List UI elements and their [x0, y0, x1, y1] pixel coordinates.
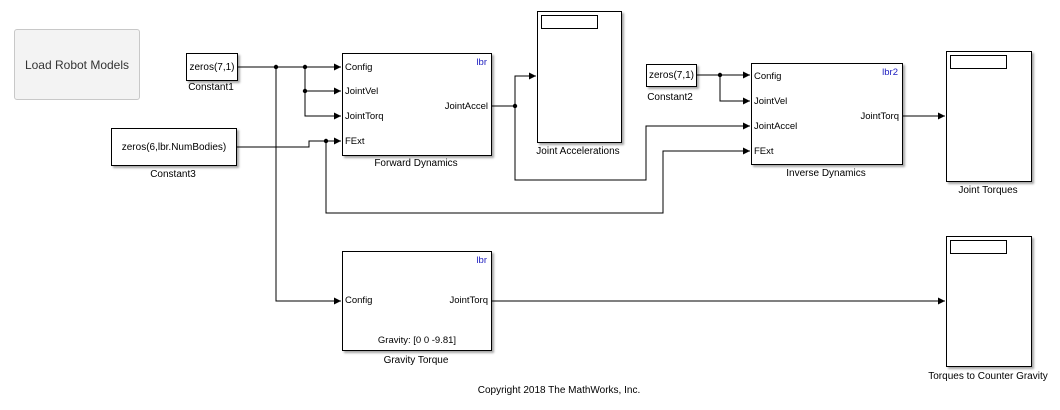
- constant2-block[interactable]: zeros(7,1): [646, 64, 697, 87]
- robot-tag: lbr2: [882, 67, 898, 78]
- port-fext: FExt: [345, 136, 365, 147]
- branch-point: [302, 64, 308, 70]
- forward-dynamics-label: Forward Dynamics: [374, 158, 458, 169]
- scope-screen: [950, 240, 1007, 254]
- inverse-dynamics-label: Inverse Dynamics: [786, 168, 866, 179]
- load-robot-models-button[interactable]: Load Robot Models: [14, 29, 140, 100]
- gravity-torque-block[interactable]: lbr Config JointTorq Gravity: [0 0 -9.81…: [342, 251, 492, 351]
- scope-screen: [950, 55, 1007, 69]
- torques-counter-gravity-label: Torques to Counter Gravity: [928, 371, 1048, 382]
- branch-point: [717, 72, 723, 78]
- inverse-dynamics-block[interactable]: lbr2 Config JointVel JointAccel FExt Joi…: [751, 63, 903, 165]
- joint-torques-scope[interactable]: [946, 51, 1032, 182]
- joint-accelerations-label: Joint Accelerations: [536, 146, 620, 157]
- branch-point: [512, 103, 518, 109]
- constant2-value: zeros(7,1): [648, 70, 694, 81]
- wire-const2-jointvel[interactable]: [719, 75, 750, 105]
- port-jointtorq: JointTorq: [345, 111, 384, 122]
- port-fext: FExt: [754, 146, 774, 157]
- constant1-value: zeros(7,1): [189, 61, 235, 73]
- gravity-parameter: Gravity: [0 0 -9.81]: [377, 335, 457, 346]
- port-jointvel: JointVel: [754, 96, 788, 107]
- joint-torques-label: Joint Torques: [958, 185, 1018, 196]
- port-jointaccel-out: JointAccel: [444, 101, 488, 112]
- port-config: Config: [345, 295, 373, 306]
- forward-dynamics-block[interactable]: lbr Config JointVel JointTorq FExt Joint…: [342, 53, 492, 156]
- constant1-block[interactable]: zeros(7,1): [186, 53, 238, 81]
- constant1-label: Constant1: [188, 82, 234, 93]
- port-jointvel: JointVel: [345, 86, 379, 97]
- constant3-value: zeros(6,lbr.NumBodies): [121, 141, 227, 153]
- port-jointaccel: JointAccel: [754, 121, 798, 132]
- robot-tag: lbr: [476, 57, 487, 68]
- wire-jointaccel-id[interactable]: [514, 106, 750, 181]
- branch-point: [323, 138, 329, 144]
- wire-const1-jointtorq[interactable]: [304, 91, 341, 120]
- port-config: Config: [345, 62, 373, 73]
- constant2-label: Constant2: [647, 92, 693, 103]
- torques-counter-gravity-scope[interactable]: [946, 236, 1032, 367]
- branch-point: [302, 88, 308, 94]
- gravity-torque-label: Gravity Torque: [383, 355, 449, 366]
- constant3-block[interactable]: zeros(6,lbr.NumBodies): [111, 128, 237, 166]
- branch-point: [273, 64, 279, 70]
- port-config: Config: [754, 71, 782, 82]
- wire-fext-id-fext[interactable]: [325, 141, 750, 214]
- copyright-text: Copyright 2018 The MathWorks, Inc.: [477, 385, 641, 396]
- wire-jointaccel-scope[interactable]: [491, 72, 536, 107]
- port-jointtorq-out: JointTorq: [449, 295, 488, 306]
- wire-const1-jointvel[interactable]: [304, 67, 341, 95]
- constant3-label: Constant3: [150, 169, 196, 180]
- joint-accelerations-scope[interactable]: [537, 11, 622, 143]
- scope-screen: [541, 15, 598, 29]
- wire-const1-gravity-config[interactable]: [275, 67, 341, 305]
- port-jointtorq-out: JointTorq: [860, 111, 899, 122]
- robot-tag: lbr: [476, 255, 487, 266]
